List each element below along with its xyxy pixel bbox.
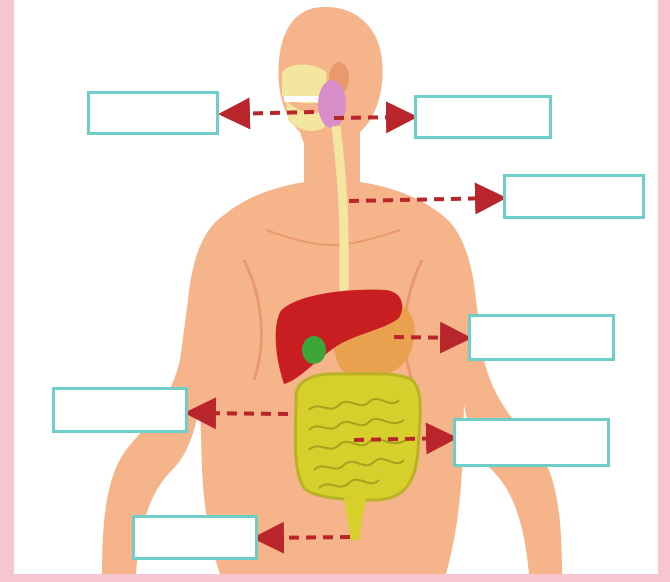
label-box-mouth[interactable]	[87, 91, 219, 135]
diagram-canvas	[14, 0, 658, 574]
label-box-small-intestine[interactable]	[453, 418, 610, 467]
label-box-liver[interactable]	[52, 387, 188, 433]
digestive-system-illustration	[14, 0, 658, 574]
label-box-salivary-gland[interactable]	[414, 95, 552, 139]
label-box-rectum[interactable]	[132, 515, 258, 560]
label-box-esophagus[interactable]	[503, 174, 645, 219]
gallbladder-organ	[302, 336, 326, 364]
neck	[304, 130, 360, 185]
large-intestine	[295, 374, 420, 500]
label-box-stomach[interactable]	[468, 314, 615, 361]
salivary-gland-organ	[318, 80, 346, 128]
